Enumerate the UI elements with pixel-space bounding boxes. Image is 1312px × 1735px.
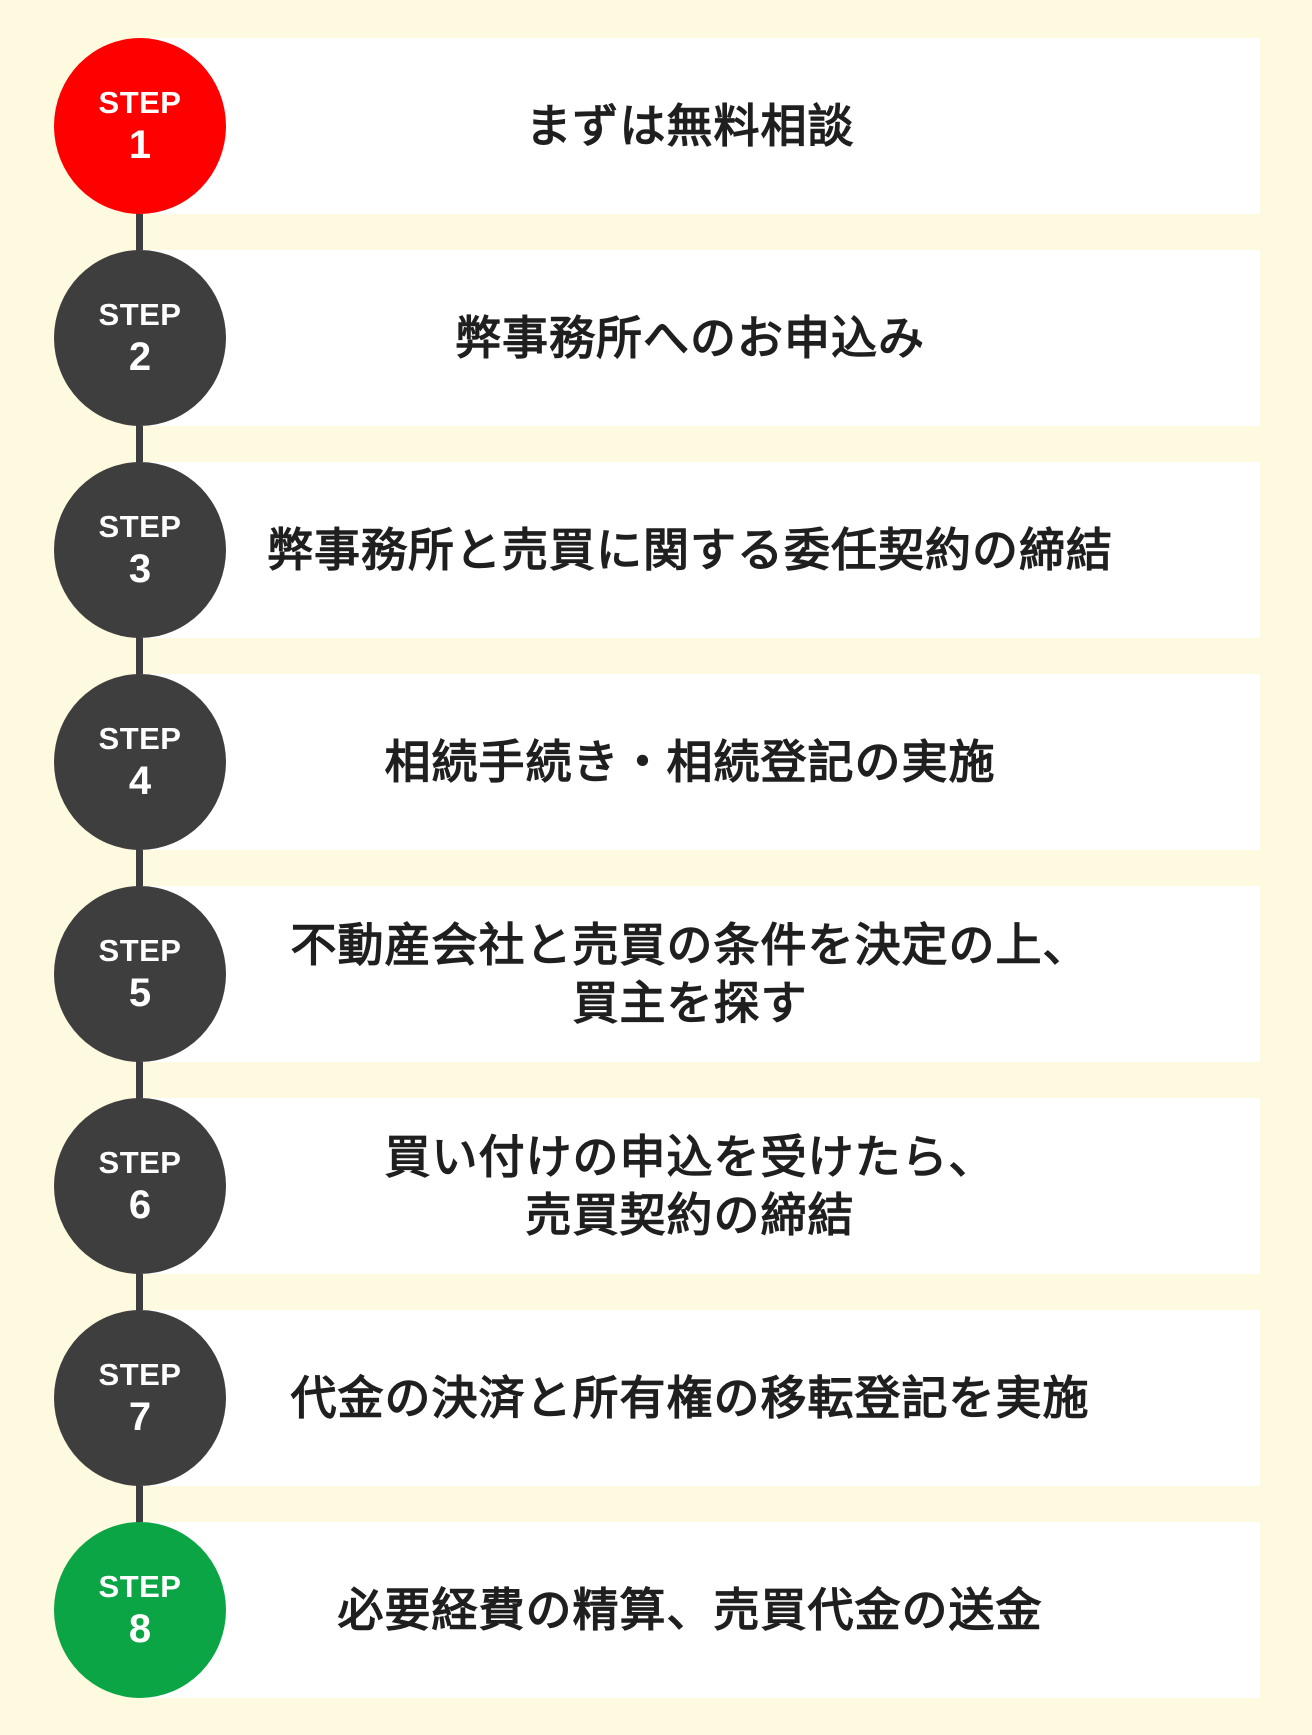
step-number-6: 6 xyxy=(128,1183,152,1227)
step-badge-7: STEP 7 xyxy=(54,1310,226,1486)
step-row-4: 相続手続き・相続登記の実施 STEP 4 xyxy=(0,674,1312,850)
step-number-2: 2 xyxy=(128,335,152,379)
step-card-3 xyxy=(140,462,1260,638)
step-number-1: 1 xyxy=(128,123,152,167)
step-number-4: 4 xyxy=(128,759,152,803)
step-badge-1: STEP 1 xyxy=(54,38,226,214)
step-text-4: 相続手続き・相続登記の実施 xyxy=(384,735,996,789)
step-label-6: STEP xyxy=(98,1145,182,1180)
step-row-7: 代金の決済と所有権の移転登記を実施 STEP 7 xyxy=(0,1310,1312,1486)
step-label-7: STEP xyxy=(98,1357,182,1392)
step-number-5: 5 xyxy=(128,971,152,1015)
step-label-3: STEP xyxy=(98,509,182,544)
step-text-3: 弊事務所と売買に関する委任契約の締結 xyxy=(267,523,1113,577)
step-row-3: 弊事務所と売買に関する委任契約の締結 STEP 3 xyxy=(0,462,1312,638)
step-number-8: 8 xyxy=(128,1607,152,1651)
step-row-5: 不動産会社と売買の条件を決定の上、 買主を探す STEP 5 xyxy=(0,886,1312,1062)
step-row-1: まずは無料相談 STEP 1 xyxy=(0,38,1312,214)
step-label-5: STEP xyxy=(98,933,182,968)
step-card-1 xyxy=(140,38,1260,214)
step-card-5 xyxy=(140,886,1260,1062)
step-badge-4: STEP 4 xyxy=(54,674,226,850)
step-card-6 xyxy=(140,1098,1260,1274)
step-row-2: 弊事務所へのお申込み STEP 2 xyxy=(0,250,1312,426)
step-label-1: STEP xyxy=(98,85,182,120)
step-badge-2: STEP 2 xyxy=(54,250,226,426)
step-label-2: STEP xyxy=(98,297,182,332)
step-label-8: STEP xyxy=(98,1569,182,1604)
flow-connector-line xyxy=(136,130,143,1610)
step-number-3: 3 xyxy=(128,547,152,591)
step-text-6: 買い付けの申込を受けたら、 売買契約の締結 xyxy=(384,1130,996,1242)
step-label-4: STEP xyxy=(98,721,182,756)
step-card-8 xyxy=(140,1522,1260,1698)
step-badge-3: STEP 3 xyxy=(54,462,226,638)
step-number-7: 7 xyxy=(128,1395,152,1439)
step-card-2 xyxy=(140,250,1260,426)
step-text-2: 弊事務所へのお申込み xyxy=(455,311,925,365)
step-text-5: 不動産会社と売買の条件を決定の上、 買主を探す xyxy=(290,918,1090,1030)
step-row-6: 買い付けの申込を受けたら、 売買契約の締結 STEP 6 xyxy=(0,1098,1312,1274)
step-card-4 xyxy=(140,674,1260,850)
step-badge-6: STEP 6 xyxy=(54,1098,226,1274)
step-text-7: 代金の決済と所有権の移転登記を実施 xyxy=(290,1371,1090,1425)
step-badge-8: STEP 8 xyxy=(54,1522,226,1698)
step-badge-5: STEP 5 xyxy=(54,886,226,1062)
step-text-8: 必要経費の精算、売買代金の送金 xyxy=(337,1583,1043,1637)
step-row-8: 必要経費の精算、売買代金の送金 STEP 8 xyxy=(0,1522,1312,1698)
step-text-1: まずは無料相談 xyxy=(525,99,855,153)
step-card-7 xyxy=(140,1310,1260,1486)
